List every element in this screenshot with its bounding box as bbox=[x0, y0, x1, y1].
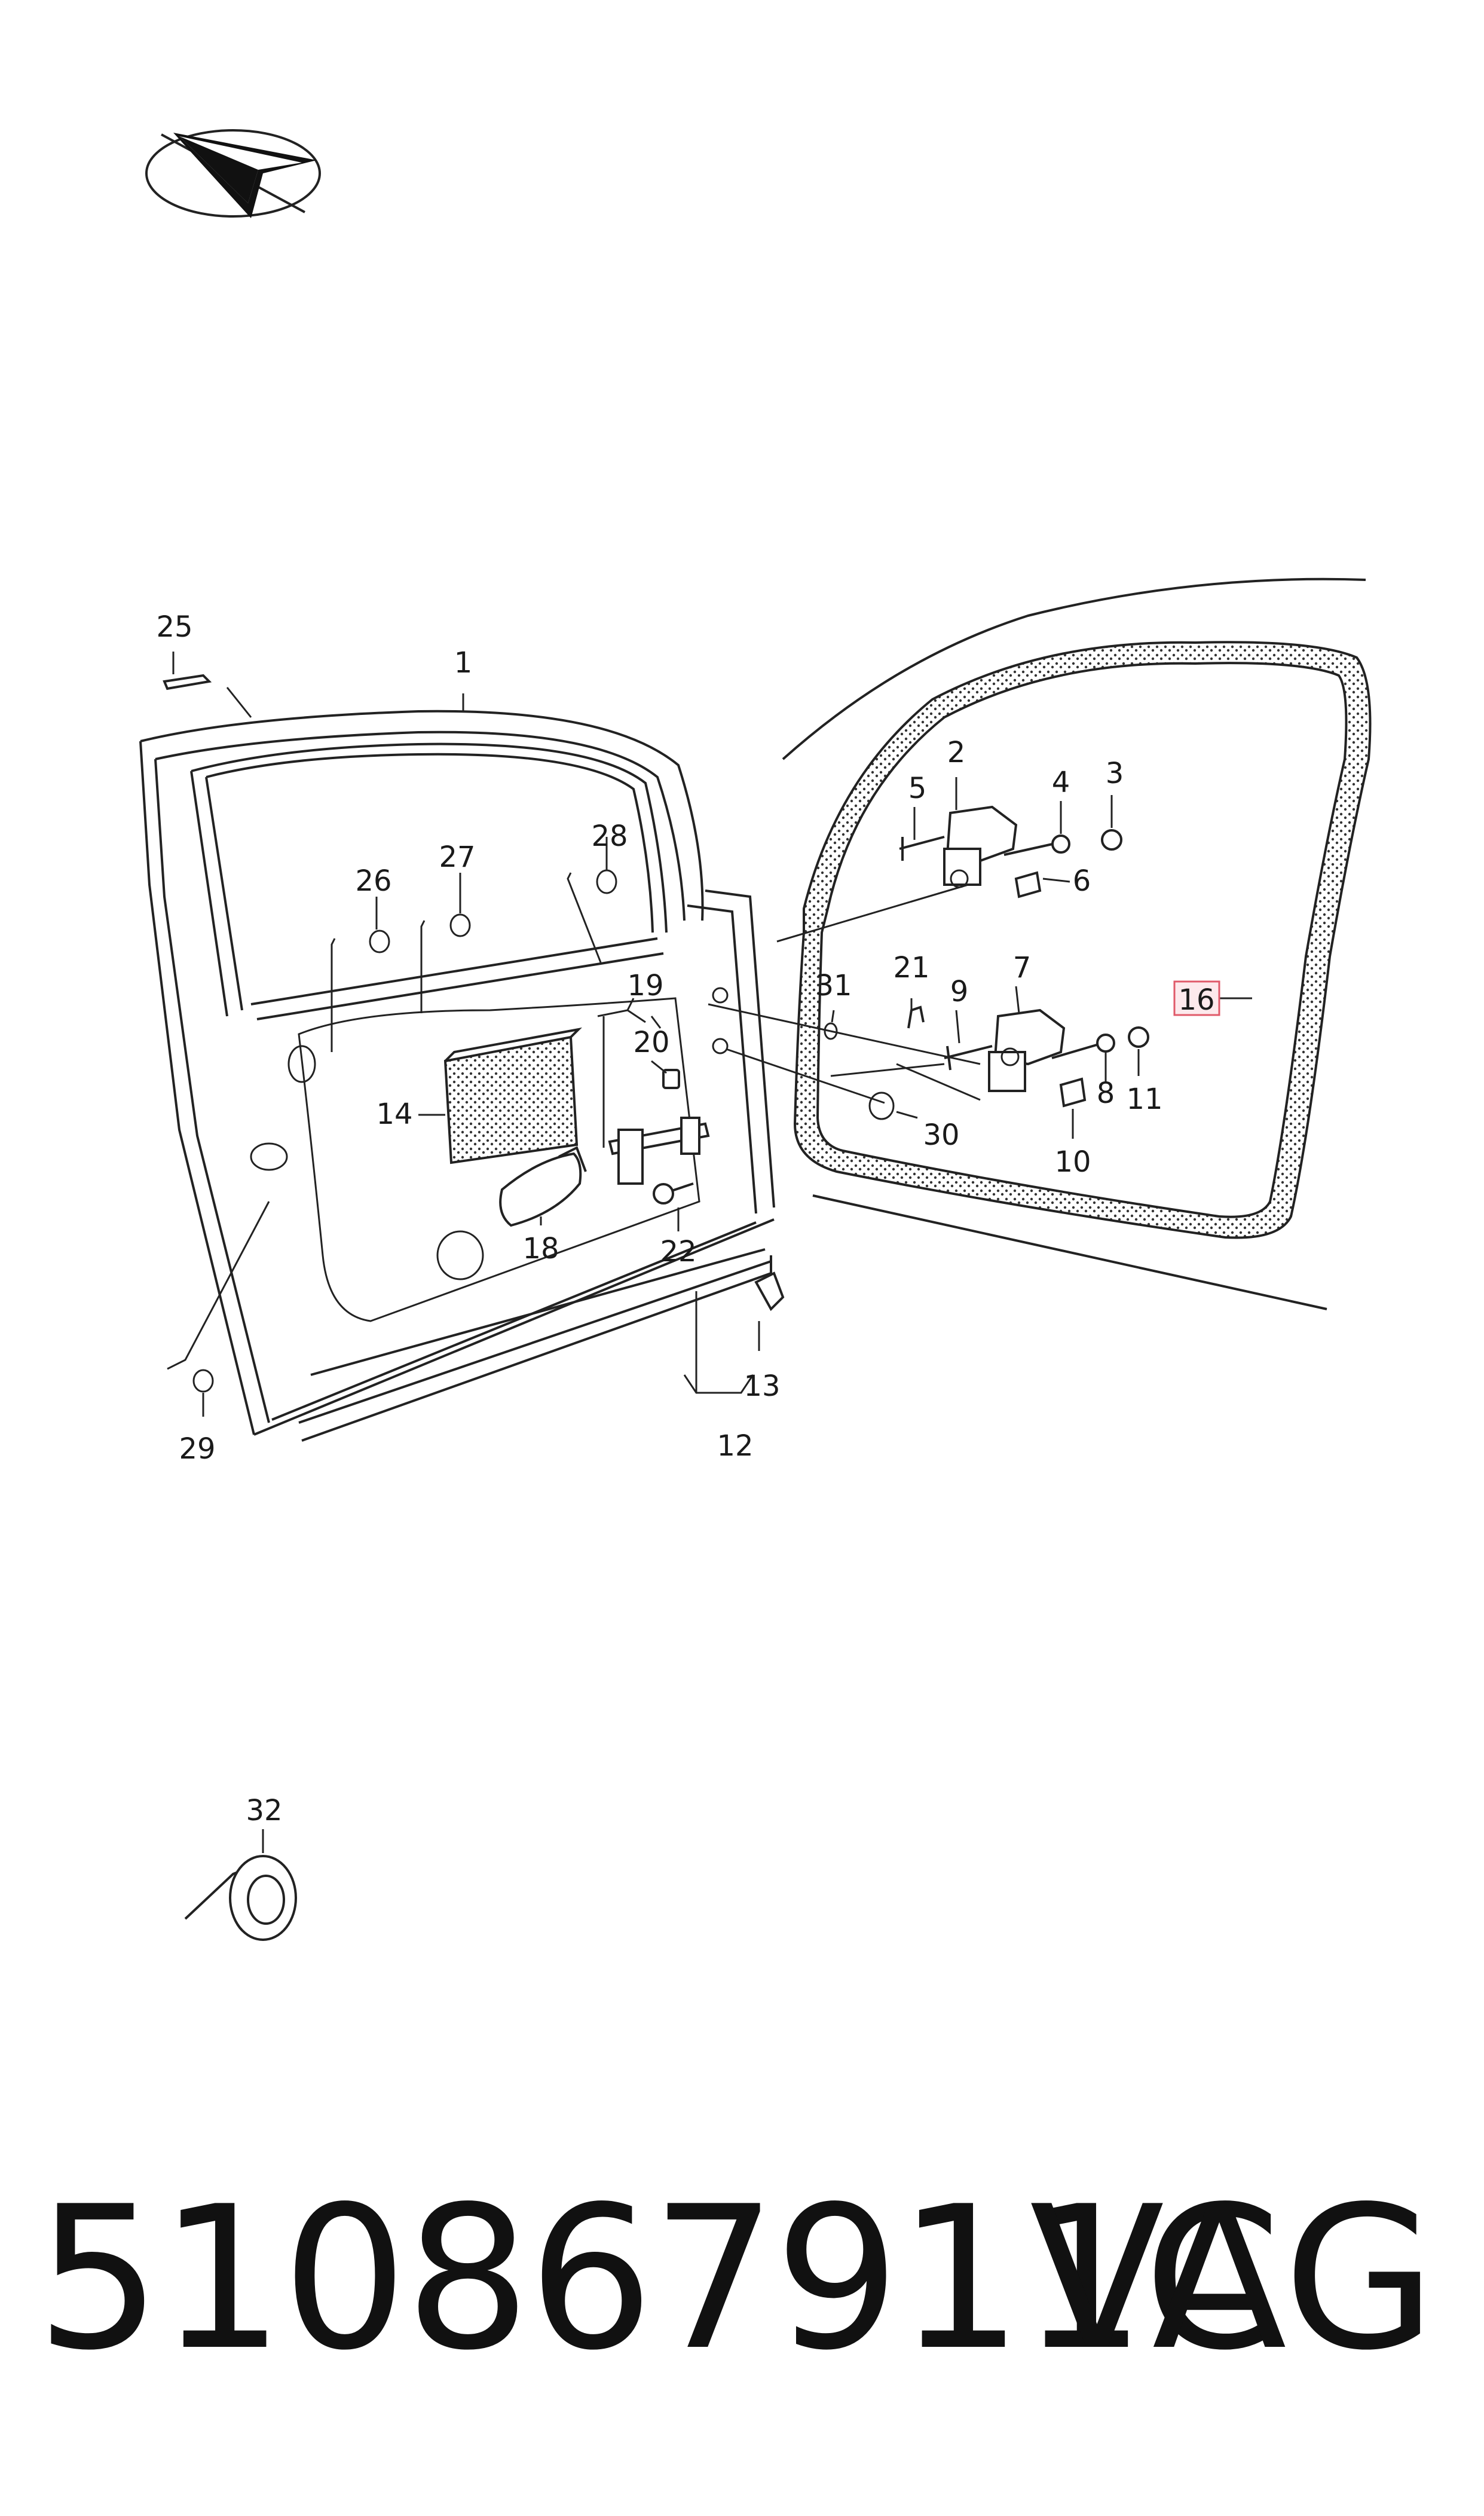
callout-31: 31 bbox=[815, 969, 852, 1002]
footer: 510867911C VAG bbox=[0, 2164, 1484, 2415]
callout-20: 20 bbox=[633, 1026, 669, 1059]
nut-11 bbox=[1128, 1026, 1149, 1048]
plug-29 bbox=[192, 1369, 214, 1393]
leader-lines bbox=[167, 652, 1252, 1853]
callout-25: 25 bbox=[156, 610, 192, 644]
plug-26 bbox=[369, 930, 390, 953]
callout-16: 16 bbox=[1178, 983, 1214, 1017]
plug-30 bbox=[868, 1092, 895, 1120]
callout-4: 4 bbox=[1052, 766, 1070, 799]
callout-7: 7 bbox=[1013, 951, 1032, 985]
bolt-9 bbox=[944, 1045, 993, 1071]
clip-25 bbox=[163, 674, 212, 690]
callout-11: 11 bbox=[1126, 1083, 1162, 1116]
bushing-6 bbox=[1014, 871, 1042, 898]
callout-12: 12 bbox=[717, 1429, 753, 1463]
callout-19: 19 bbox=[627, 969, 663, 1002]
door-check-19 bbox=[608, 1069, 710, 1185]
exploded-door-diagram: 1 2 3 4 5 6 7 8 9 10 11 12 13 14 16 18 1… bbox=[139, 129, 1372, 1941]
part-number: 510867911C bbox=[36, 2164, 1281, 2393]
bolt-21 bbox=[907, 1005, 925, 1029]
plug-27 bbox=[449, 913, 471, 937]
callout-29: 29 bbox=[179, 1432, 215, 1466]
plug-31 bbox=[824, 1022, 838, 1040]
paper-plane-logo-icon bbox=[145, 129, 321, 218]
nut-3 bbox=[1101, 829, 1122, 851]
callout-10: 10 bbox=[1054, 1145, 1091, 1179]
callout-2: 2 bbox=[947, 736, 966, 769]
callout-28: 28 bbox=[591, 820, 628, 853]
callout-16-box bbox=[1173, 980, 1220, 1016]
callout-3: 3 bbox=[1106, 757, 1124, 790]
door-assembly-1 bbox=[139, 710, 775, 1442]
handle-bracket-18 bbox=[499, 1146, 587, 1227]
lower-hinge-7 bbox=[944, 1008, 1149, 1108]
bolt-5 bbox=[899, 836, 945, 861]
bolt-8 bbox=[1051, 1042, 1103, 1059]
callout-13: 13 bbox=[743, 1369, 780, 1403]
tape-roll-32 bbox=[184, 1855, 297, 1941]
callout-27: 27 bbox=[439, 840, 475, 874]
insulation-pad-14 bbox=[443, 1027, 582, 1164]
callout-16-highlight: 16 bbox=[1173, 980, 1220, 1017]
callout-9: 9 bbox=[950, 975, 969, 1008]
callout-30: 30 bbox=[923, 1118, 959, 1152]
callout-18: 18 bbox=[522, 1232, 559, 1265]
callout-5: 5 bbox=[908, 772, 927, 805]
callout-22: 22 bbox=[660, 1235, 696, 1268]
upper-hinge-2 bbox=[899, 805, 1122, 898]
callout-labels: 1 2 3 4 5 6 7 8 9 10 11 12 13 14 16 18 1… bbox=[156, 610, 1220, 1827]
callout-14: 14 bbox=[376, 1097, 412, 1131]
callout-1: 1 bbox=[454, 646, 473, 680]
callout-8: 8 bbox=[1097, 1077, 1115, 1110]
clip-13 bbox=[754, 1271, 785, 1312]
callout-32: 32 bbox=[246, 1794, 282, 1827]
callout-21: 21 bbox=[893, 951, 929, 985]
bushing-10 bbox=[1059, 1077, 1087, 1108]
plug-28 bbox=[596, 869, 617, 894]
body-door-opening bbox=[782, 577, 1372, 1310]
callout-6: 6 bbox=[1073, 864, 1091, 898]
callout-26: 26 bbox=[355, 864, 391, 898]
brand-name: VAG bbox=[1029, 2164, 1436, 2393]
door-seal-16 bbox=[793, 641, 1372, 1239]
bolt-4 bbox=[1003, 842, 1058, 856]
small-parts bbox=[163, 674, 925, 1393]
